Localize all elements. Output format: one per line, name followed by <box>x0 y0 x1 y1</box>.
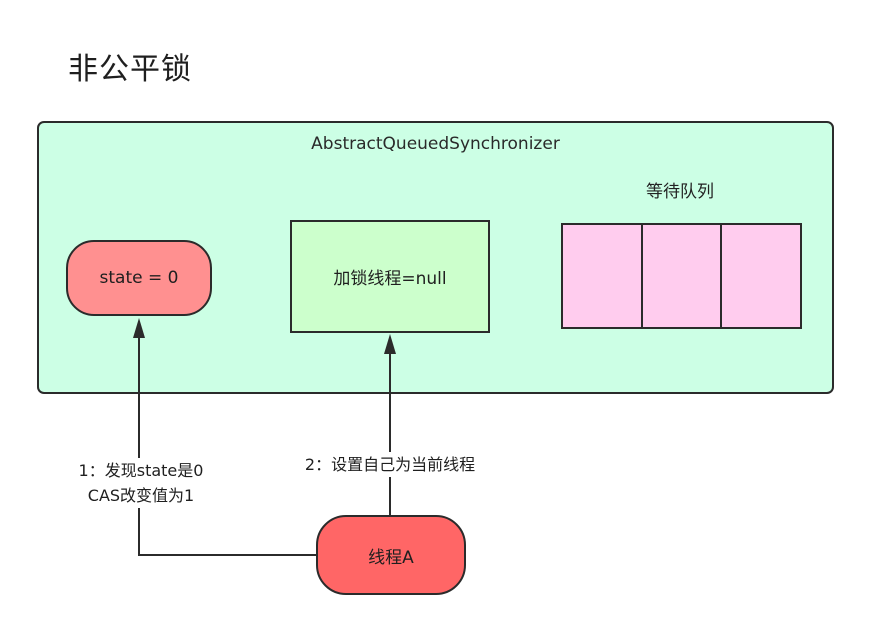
lock-thread-label: 加锁线程=null <box>333 269 447 289</box>
arrowhead-lock <box>384 334 396 354</box>
diagram-title: 非公平锁 <box>68 52 192 87</box>
queue-slot <box>720 225 801 327</box>
arrow-thread-to-state <box>138 330 318 556</box>
wait-queue <box>561 223 802 329</box>
edge-label-set-owner-line1: 2：设置自己为当前线程 <box>304 455 476 474</box>
state-node-label: state = 0 <box>99 268 179 288</box>
thread-a-node: 线程A <box>316 515 466 595</box>
edge-label-cas-line1: 1：发现state是0 <box>78 461 204 480</box>
state-node: state = 0 <box>66 240 212 316</box>
edge-label-cas-line2: CAS改变值为1 <box>87 486 195 505</box>
edge-label-cas: 1：发现state是0 CAS改变值为1 <box>62 458 220 508</box>
arrowhead-state <box>133 318 145 338</box>
thread-a-label: 线程A <box>368 547 414 568</box>
wait-queue-label: 等待队列 <box>646 182 714 202</box>
edge-label-set-owner: 2：设置自己为当前线程 <box>280 452 500 477</box>
queue-slot <box>640 225 721 327</box>
lock-thread-node: 加锁线程=null <box>290 220 490 333</box>
queue-slot <box>563 225 641 327</box>
aqs-label: AbstractQueuedSynchronizer <box>311 134 560 154</box>
